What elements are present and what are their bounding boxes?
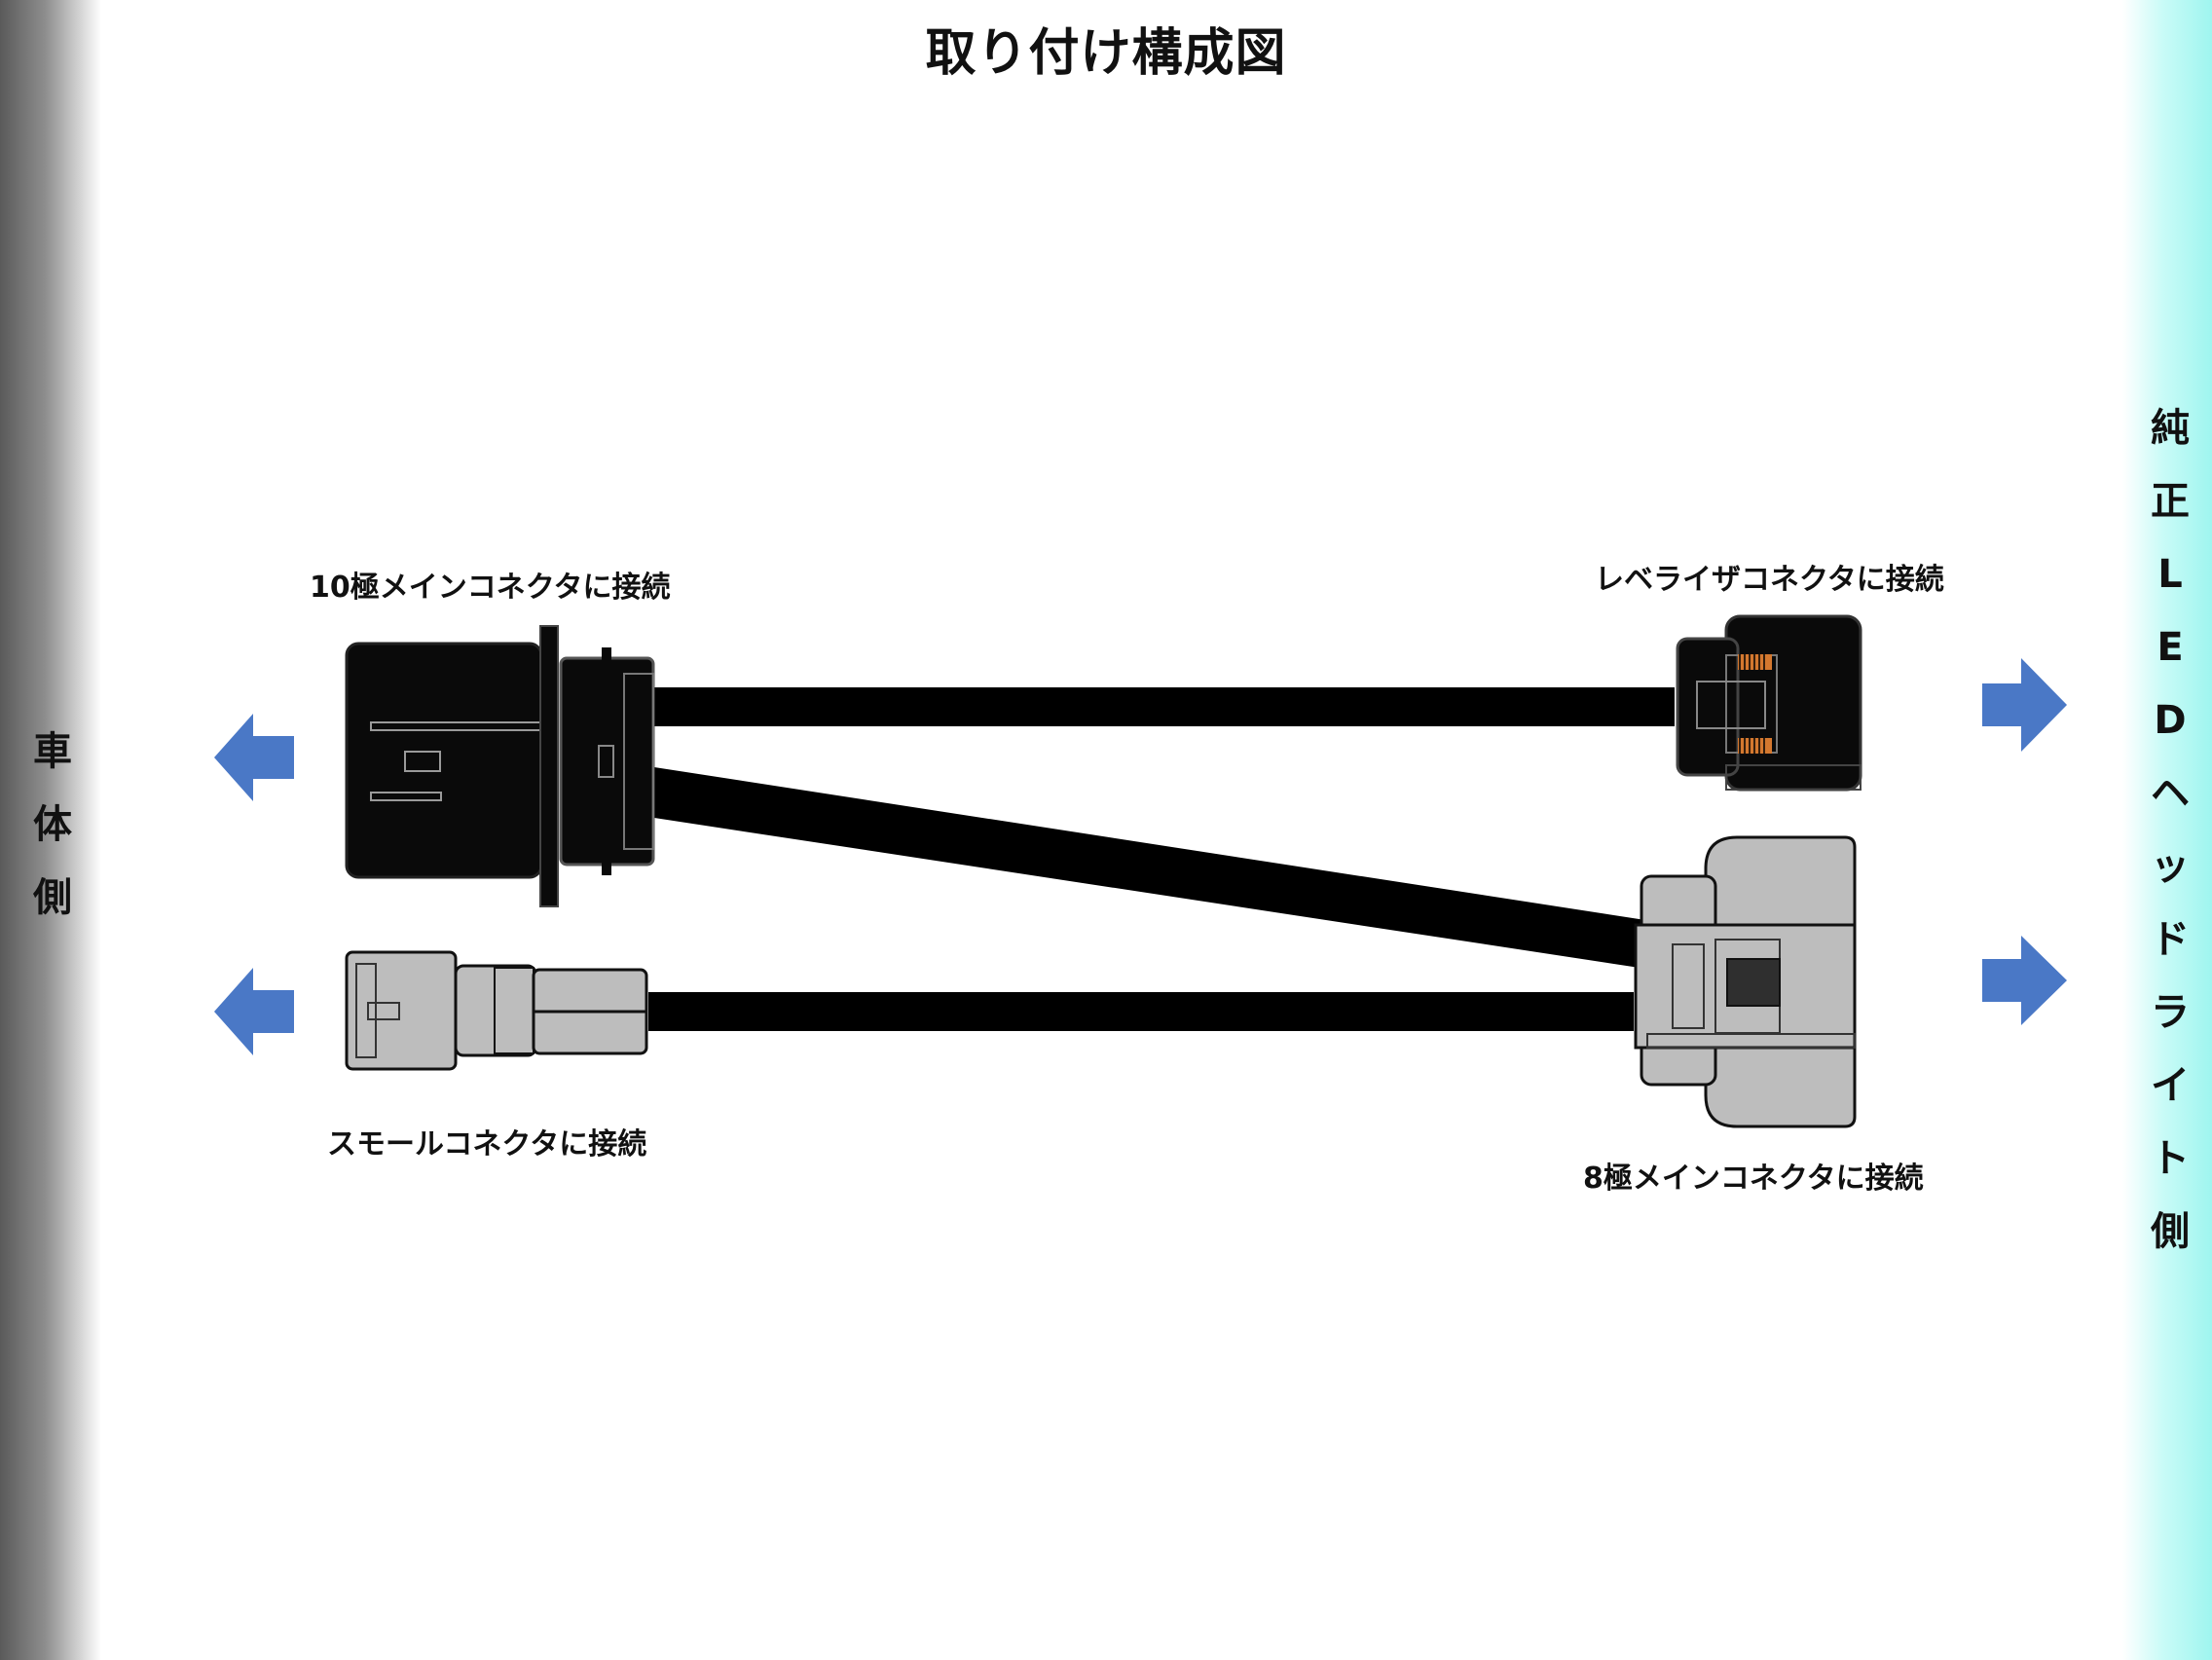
ten-pin-main-connector [345,625,655,907]
diagram-title: 取り付け構成図 [925,24,1287,83]
arrow-right-icon [1982,936,2067,1025]
cable-10pin-to-leveliser [654,687,1675,726]
headlight-side-char: ド [2151,917,2190,962]
arrows [214,658,2067,1055]
vehicle-side-char: 体 [33,802,72,847]
arrow-right-icon [1982,658,2067,752]
ten-pin-main-label: 10極メインコネクタに接続 [310,571,671,605]
vehicle-side-char: 側 [33,875,72,920]
headlight-side-char: ッ [2151,844,2190,889]
leveliser-label: レベライザコネクタに接続 [1595,563,1944,597]
headlight-side-char: 側 [2151,1209,2190,1254]
headlight-side-char: 正 [2151,479,2190,524]
headlight-side-char: ヘ [2151,771,2190,816]
headlight-side-char: ト [2151,1136,2190,1181]
arrow-left-icon [214,968,294,1055]
vehicle-side-band [0,0,101,1660]
cable-small-to-8pin [648,992,1634,1031]
leveliser-connector [1676,614,1862,792]
headlight-side-char: E [2157,625,2184,670]
vehicle-side-char: 車 [33,729,72,774]
eight-pin-main-label: 8極メインコネクタに接続 [1583,1162,1924,1196]
eight-pin-main-connector [1634,835,1857,1128]
small-connector-label: スモールコネクタに接続 [327,1127,647,1162]
headlight-side-band [2122,0,2212,1660]
cables [648,687,1675,1031]
small-connector [345,950,648,1071]
cable-10pin-to-8pin [654,767,1645,968]
arrow-left-icon [214,714,294,801]
headlight-side-label: 純 正 L E D ヘ ッ ド ラ イ ト 側 [2132,409,2208,1285]
headlight-side-char: D [2154,698,2187,743]
headlight-side-char: L [2157,552,2183,597]
headlight-side-char: イ [2151,1063,2190,1108]
headlight-side-char: ラ [2151,990,2190,1035]
vehicle-side-label: 車 体 側 [14,732,92,951]
headlight-side-char: 純 [2151,406,2190,451]
